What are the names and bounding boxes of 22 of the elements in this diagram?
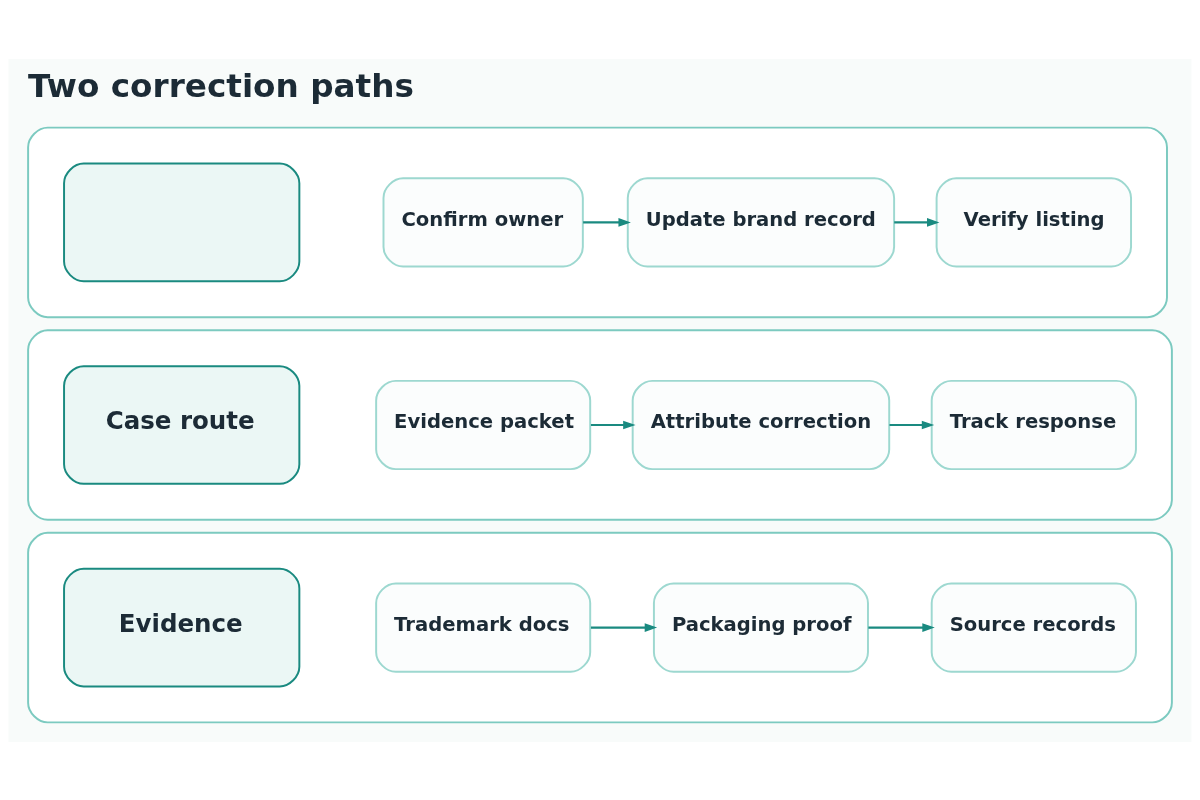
arrow — [590, 420, 636, 429]
cluster — [27, 328, 1173, 521]
arrow — [868, 622, 935, 632]
node-box: Update brand record — [626, 176, 896, 267]
node-box: Attribute correction — [631, 379, 891, 470]
node-box: Trademark docs — [375, 582, 592, 673]
arrow — [894, 217, 940, 227]
arrow — [590, 622, 658, 632]
node-box: Packaging proof — [652, 582, 869, 673]
node-box: Evidence — [63, 567, 301, 687]
arrow — [889, 420, 935, 429]
cluster — [27, 531, 1173, 723]
node-box: Verify listing — [935, 176, 1132, 267]
node-box — [63, 162, 301, 282]
node-box: Case route — [63, 364, 301, 485]
node-box: Confirm owner — [382, 176, 584, 267]
node-box: Track response — [930, 379, 1137, 470]
diagram-title: Two correction paths — [28, 66, 414, 105]
node-box: Source records — [930, 582, 1137, 673]
cluster — [27, 126, 1168, 318]
arrow — [583, 217, 631, 227]
node-box: Evidence packet — [375, 379, 592, 470]
